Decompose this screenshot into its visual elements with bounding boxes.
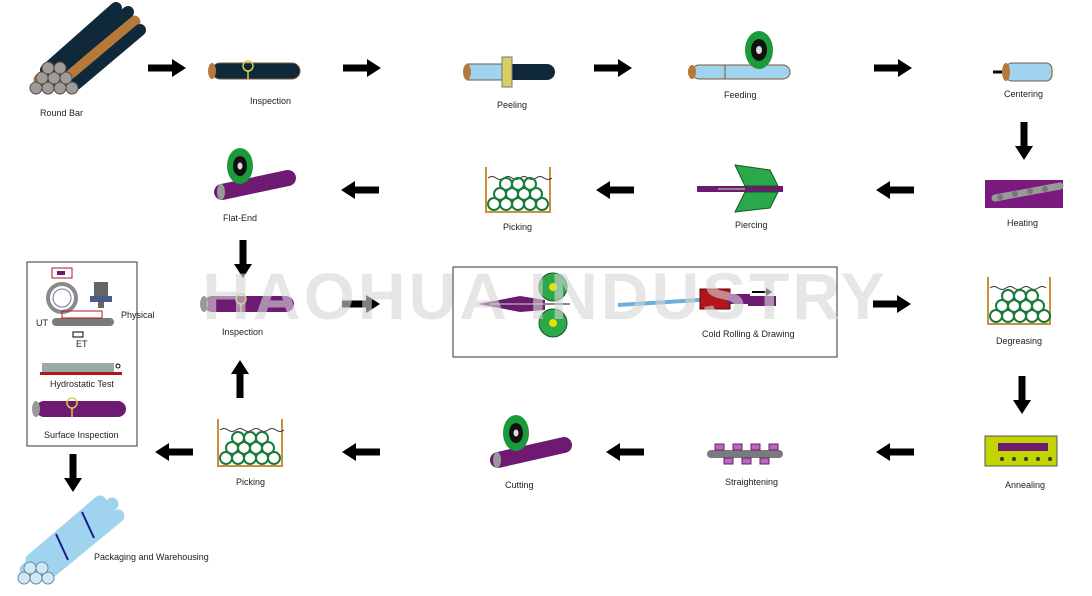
arrow-left xyxy=(596,181,634,199)
arrow-right xyxy=(594,59,632,77)
piercing-icon xyxy=(697,164,783,213)
arrow-left xyxy=(155,443,193,461)
label-picking-2: Picking xyxy=(236,477,266,487)
packaging-icon xyxy=(17,495,125,585)
arrow-right xyxy=(874,59,912,77)
heating-icon xyxy=(985,180,1064,208)
arrow-up xyxy=(231,360,249,398)
label-feeding: Feeding xyxy=(724,90,757,100)
label-physical: Physical xyxy=(121,310,155,320)
flat-end-icon xyxy=(214,148,296,200)
label-ut: UT xyxy=(36,318,48,328)
arrow-down xyxy=(1015,122,1033,160)
final-inspection-frame xyxy=(26,261,138,447)
picking-1-icon xyxy=(485,167,553,213)
label-peeling: Peeling xyxy=(497,100,528,110)
inspection-1-icon xyxy=(208,60,301,80)
cold-rolling-icon xyxy=(478,272,776,338)
label-round-bar: Round Bar xyxy=(40,108,84,118)
arrow-left xyxy=(876,443,914,461)
surface-inspection-icon xyxy=(32,397,126,417)
round-bar-icon xyxy=(29,2,146,95)
label-picking-1: Picking xyxy=(503,222,533,232)
label-flat-end: Flat-End xyxy=(223,213,258,223)
label-inspection-1: Inspection xyxy=(250,96,292,106)
hydrostatic-icon xyxy=(40,363,122,375)
picking-2-icon xyxy=(217,419,285,467)
ut-et-icon xyxy=(52,310,114,338)
arrow-down xyxy=(1013,376,1031,414)
cold-rolling-frame xyxy=(452,266,838,358)
cutting-icon xyxy=(490,415,572,468)
label-et: ET xyxy=(76,339,88,349)
annealing-icon xyxy=(984,435,1058,467)
inspection-2-icon xyxy=(200,293,294,312)
arrow-left xyxy=(341,181,379,199)
arrow-left xyxy=(342,443,380,461)
label-degreasing: Degreasing xyxy=(996,336,1043,346)
label-straightening: Straightening xyxy=(725,477,779,487)
arrow-left xyxy=(606,443,644,461)
label-heating: Heating xyxy=(1007,218,1039,228)
label-cold-rolling: Cold Rolling & Drawing xyxy=(702,329,795,339)
arrow-right xyxy=(148,59,186,77)
feeding-icon xyxy=(688,31,791,80)
arrow-right xyxy=(343,59,381,77)
label-hydrostatic: Hydrostatic Test xyxy=(50,379,114,389)
label-centering: Centering xyxy=(1004,89,1044,99)
watermark: HAOHUA INDUSTRY xyxy=(202,259,888,333)
label-inspection-2: Inspection xyxy=(222,327,264,337)
arrow-left xyxy=(876,181,914,199)
label-surface-inspection: Surface Inspection xyxy=(44,430,119,440)
degreasing-icon xyxy=(987,277,1051,325)
label-packaging: Packaging and Warehousing xyxy=(94,552,209,562)
label-piercing: Piercing xyxy=(735,220,768,230)
straightening-icon xyxy=(707,443,783,465)
label-cutting: Cutting xyxy=(505,480,534,490)
label-annealing: Annealing xyxy=(1005,480,1046,490)
centering-icon xyxy=(993,62,1053,82)
arrow-down xyxy=(64,454,82,492)
peeling-icon xyxy=(463,56,555,88)
